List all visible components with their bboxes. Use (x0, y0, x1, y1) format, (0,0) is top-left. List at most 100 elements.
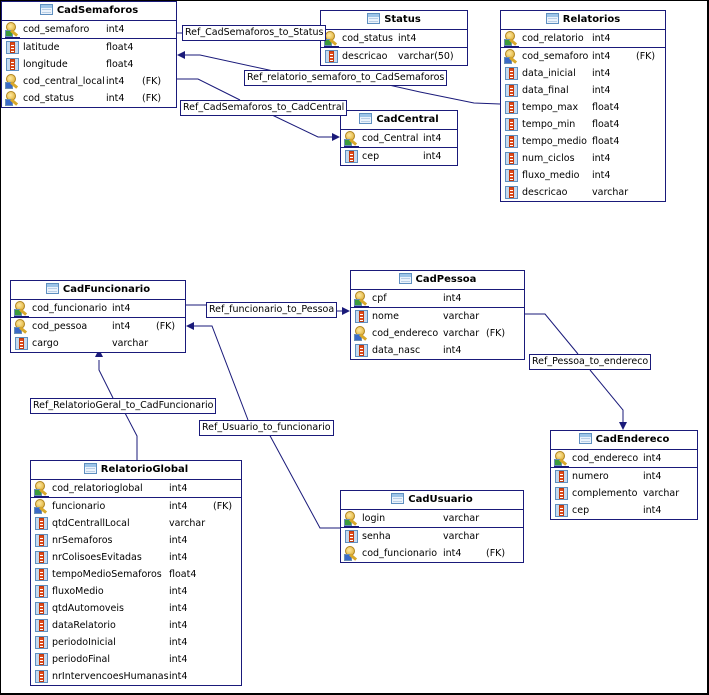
column-name: qtdAutomoveis (52, 603, 124, 614)
foreign-key-marker: (FK) (486, 328, 506, 339)
relationship-line[interactable] (124, 412, 138, 460)
table-column-row[interactable]: cod_endereco int4 (551, 450, 697, 467)
relationship-label[interactable]: Ref_Usuario_to_funcionario (199, 420, 334, 436)
column-icon (504, 185, 519, 200)
table-header[interactable]: CadFuncionario (11, 281, 185, 300)
column-name: tempoMedioSemaforos (52, 569, 162, 580)
column-name: cod_relatorio (522, 33, 584, 44)
column-type: varchar (169, 518, 206, 529)
primary-key-icon (344, 511, 359, 527)
column-icon (34, 516, 49, 531)
relationship-line[interactable] (525, 313, 579, 355)
relationship-label[interactable]: Ref_RelatorioGeral_to_CadFuncionario (30, 398, 217, 414)
column-type: float4 (592, 136, 620, 147)
column-icon (34, 601, 49, 616)
column-icon (354, 343, 369, 358)
table-header[interactable]: CadPessoa (351, 271, 524, 290)
relationship-label[interactable]: Ref_CadSemaforos_to_Status (182, 25, 327, 41)
foreign-key-icon (5, 91, 20, 106)
table-header[interactable]: Status (321, 11, 467, 30)
relationship-label[interactable]: Ref_relatorio_semaforo_to_CadSemaforos (244, 70, 448, 86)
relationship-line[interactable] (192, 325, 249, 421)
key-badge (34, 507, 42, 514)
relationship-line[interactable] (98, 360, 114, 399)
relationship-line[interactable] (267, 431, 340, 529)
column-type: int4 (106, 76, 125, 87)
relationship-line[interactable] (589, 369, 624, 424)
primary-key-icon (554, 451, 569, 467)
column-icon (344, 149, 359, 164)
relationship-label[interactable]: Ref_funcionario_to_Pessoa (206, 302, 338, 318)
relationship-label[interactable]: Ref_CadSemaforos_to_CadCentral (180, 100, 348, 116)
table-header[interactable]: CadUsuario (341, 491, 523, 510)
table-header[interactable]: Relatorios (501, 11, 665, 30)
column-type: int4 (643, 453, 662, 464)
relationship-label[interactable]: Ref_Pessoa_to_endereco (529, 354, 652, 370)
table-header[interactable]: CadSemaforos (2, 2, 176, 21)
table-header[interactable]: CadCentral (341, 111, 457, 130)
relationship-line[interactable] (177, 78, 241, 101)
column-name: cod_endereco (572, 453, 639, 464)
table-icon (367, 12, 381, 24)
relationship-line[interactable] (269, 113, 334, 138)
table-header[interactable]: RelatorioGlobal (31, 461, 241, 480)
table-header[interactable]: CadEndereco (551, 431, 697, 450)
